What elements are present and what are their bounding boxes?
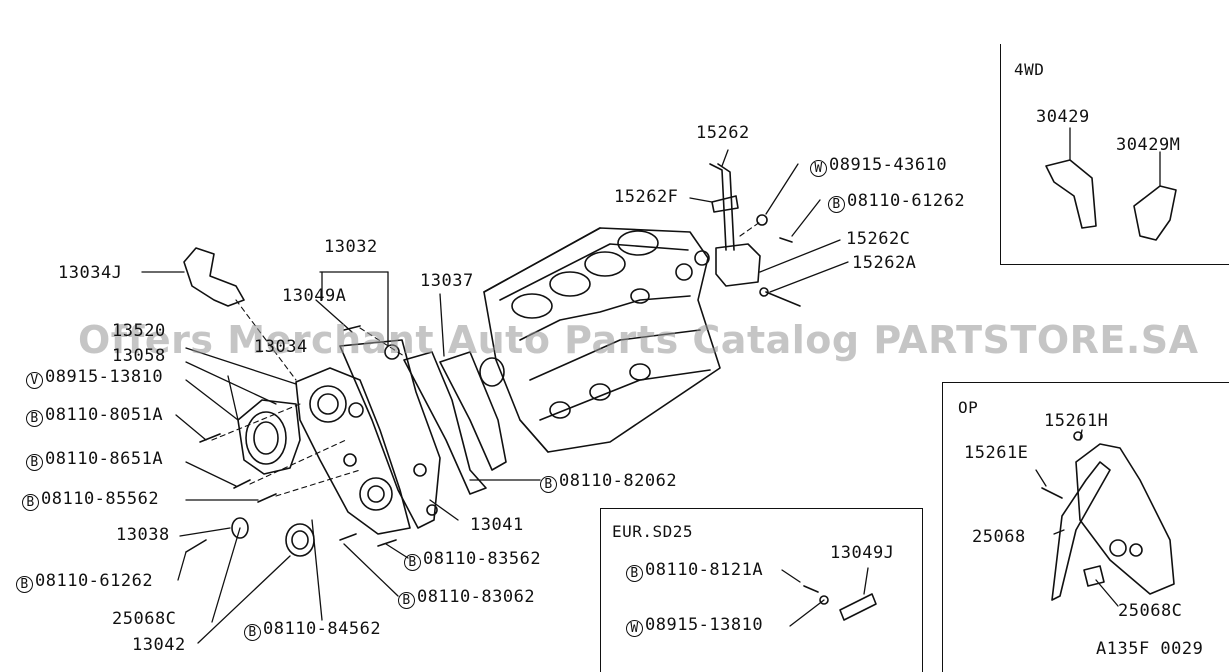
label-15262: 15262: [696, 123, 750, 143]
label-13041: 13041: [470, 515, 524, 535]
dipstick-tube: [709, 163, 727, 251]
cylinder-block: [479, 227, 721, 453]
label-13049a: 13049A: [282, 286, 347, 306]
op-gasket: [1051, 461, 1111, 601]
bolt-prefix-icon: B: [626, 565, 643, 582]
watermark: Offers Merchant Auto Parts Catalog PARTS…: [78, 318, 1199, 362]
bolt-prefix-icon: B: [398, 592, 415, 609]
label-15261h: 15261H: [1044, 411, 1109, 431]
oil-filler-housing: [715, 243, 761, 287]
assembly-lines: [211, 221, 761, 497]
label-13520: 13520: [112, 321, 166, 341]
oil-seal: [285, 523, 315, 557]
label-25068: 25068: [972, 527, 1026, 547]
label-30429m: 30429M: [1116, 135, 1181, 155]
bolt-prefix-icon: B: [22, 494, 39, 511]
bolt-prefix-icon: B: [26, 410, 43, 427]
inset-eur: [600, 508, 923, 672]
inset-4wd: [1000, 44, 1229, 265]
front-housing: [237, 399, 301, 475]
diagram-code: A135F 0029: [1096, 639, 1204, 659]
bolt-prefix-icon: B: [404, 554, 421, 571]
o-ring: [231, 517, 249, 539]
dipstick-bracket: [711, 195, 739, 213]
bolt-prefix-icon: B: [26, 454, 43, 471]
label-13032: 13032: [324, 237, 378, 257]
bolt-prefix-icon: B: [828, 196, 845, 213]
timing-cover: [295, 367, 411, 535]
bolt-prefix-icon: B: [16, 576, 33, 593]
label-13034j: 13034J: [58, 263, 123, 283]
label-30429: 30429: [1036, 107, 1090, 127]
inset-op-title: OP: [958, 398, 979, 417]
label-13038: 13038: [116, 525, 170, 545]
rear-gasket: [439, 351, 507, 471]
label-15261e: 15261E: [964, 443, 1029, 463]
bolts: [185, 325, 819, 593]
bolt-prefix-icon: B: [244, 624, 261, 641]
inset-4wd-title: 4WD: [1014, 60, 1045, 79]
washer-prefix-icon: W: [626, 620, 643, 637]
label-15262f: 15262F: [614, 187, 679, 207]
v-prefix-icon: V: [26, 372, 43, 389]
part-13049j: [839, 593, 877, 621]
front-gasket: [403, 351, 487, 495]
bolt-prefix-icon: B: [540, 476, 557, 493]
label-15262a: 15262A: [852, 253, 917, 273]
label-13034: 13034: [254, 337, 308, 357]
label-25068c-op: 25068C: [1118, 601, 1183, 621]
label-13058: 13058: [112, 346, 166, 366]
label-13037: 13037: [420, 271, 474, 291]
washer-prefix-icon: W: [810, 160, 827, 177]
op-cover: [1075, 443, 1175, 595]
label-13049j: 13049J: [830, 543, 895, 563]
leader-lines: [141, 149, 849, 644]
label-13042: 13042: [132, 635, 186, 655]
front-plate: [339, 339, 441, 529]
bracket-13034j: [183, 247, 245, 307]
bracket-30429: [1045, 159, 1097, 229]
inset-eur-title: EUR.SD25: [612, 522, 694, 541]
label-15262c: 15262C: [846, 229, 911, 249]
label-25068c: 25068C: [112, 609, 177, 629]
inset-op: [942, 382, 1229, 672]
